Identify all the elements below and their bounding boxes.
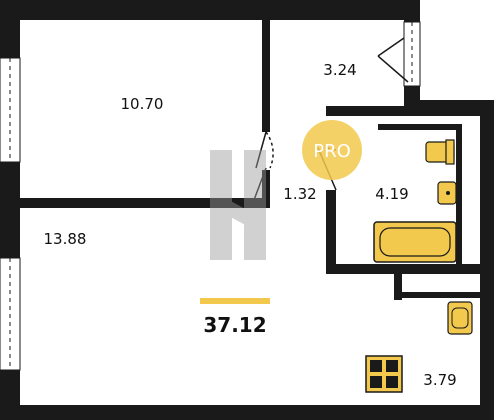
wall-bath-bottom — [326, 264, 480, 274]
wall-bath-left — [326, 190, 336, 272]
door-living — [253, 167, 267, 201]
watermark-pro-badge — [302, 120, 362, 180]
wall-kitchen-niche-top — [394, 292, 480, 298]
wall-bottom — [0, 405, 494, 420]
door-top-left — [255, 131, 267, 169]
wall-living-top — [20, 198, 270, 208]
total-area: 37.12 — [203, 313, 266, 337]
wall-top-rooms-divider — [262, 20, 270, 132]
door-exterior — [377, 37, 405, 57]
wall-right-lower — [480, 100, 494, 420]
watermark-h-logo — [210, 150, 266, 260]
room-area-top-left: 10.70 — [121, 95, 164, 113]
room-area-bathroom: 4.19 — [375, 185, 408, 203]
total-area-underline — [200, 298, 270, 304]
bath-fixtures — [373, 139, 457, 263]
windows — [0, 21, 421, 371]
room-area-kitchen: 3.79 — [423, 371, 456, 389]
watermark: PRO — [210, 120, 362, 260]
wall-top-rooms-divider-low — [262, 170, 270, 204]
watermark-pro-text: PRO — [313, 141, 351, 162]
wall-bath-inner-right — [456, 124, 462, 264]
kitchen-fixtures — [365, 301, 473, 393]
interior-walls — [20, 20, 480, 300]
wall-top — [0, 0, 420, 20]
room-area-living: 13.88 — [44, 230, 87, 248]
wall-kitchen-niche-left — [394, 274, 402, 300]
wall-bath-inner — [378, 124, 462, 130]
room-area-top-right: 3.24 — [323, 61, 356, 79]
wall-bath-top — [326, 106, 480, 116]
room-area-corridor: 1.32 — [283, 185, 316, 203]
